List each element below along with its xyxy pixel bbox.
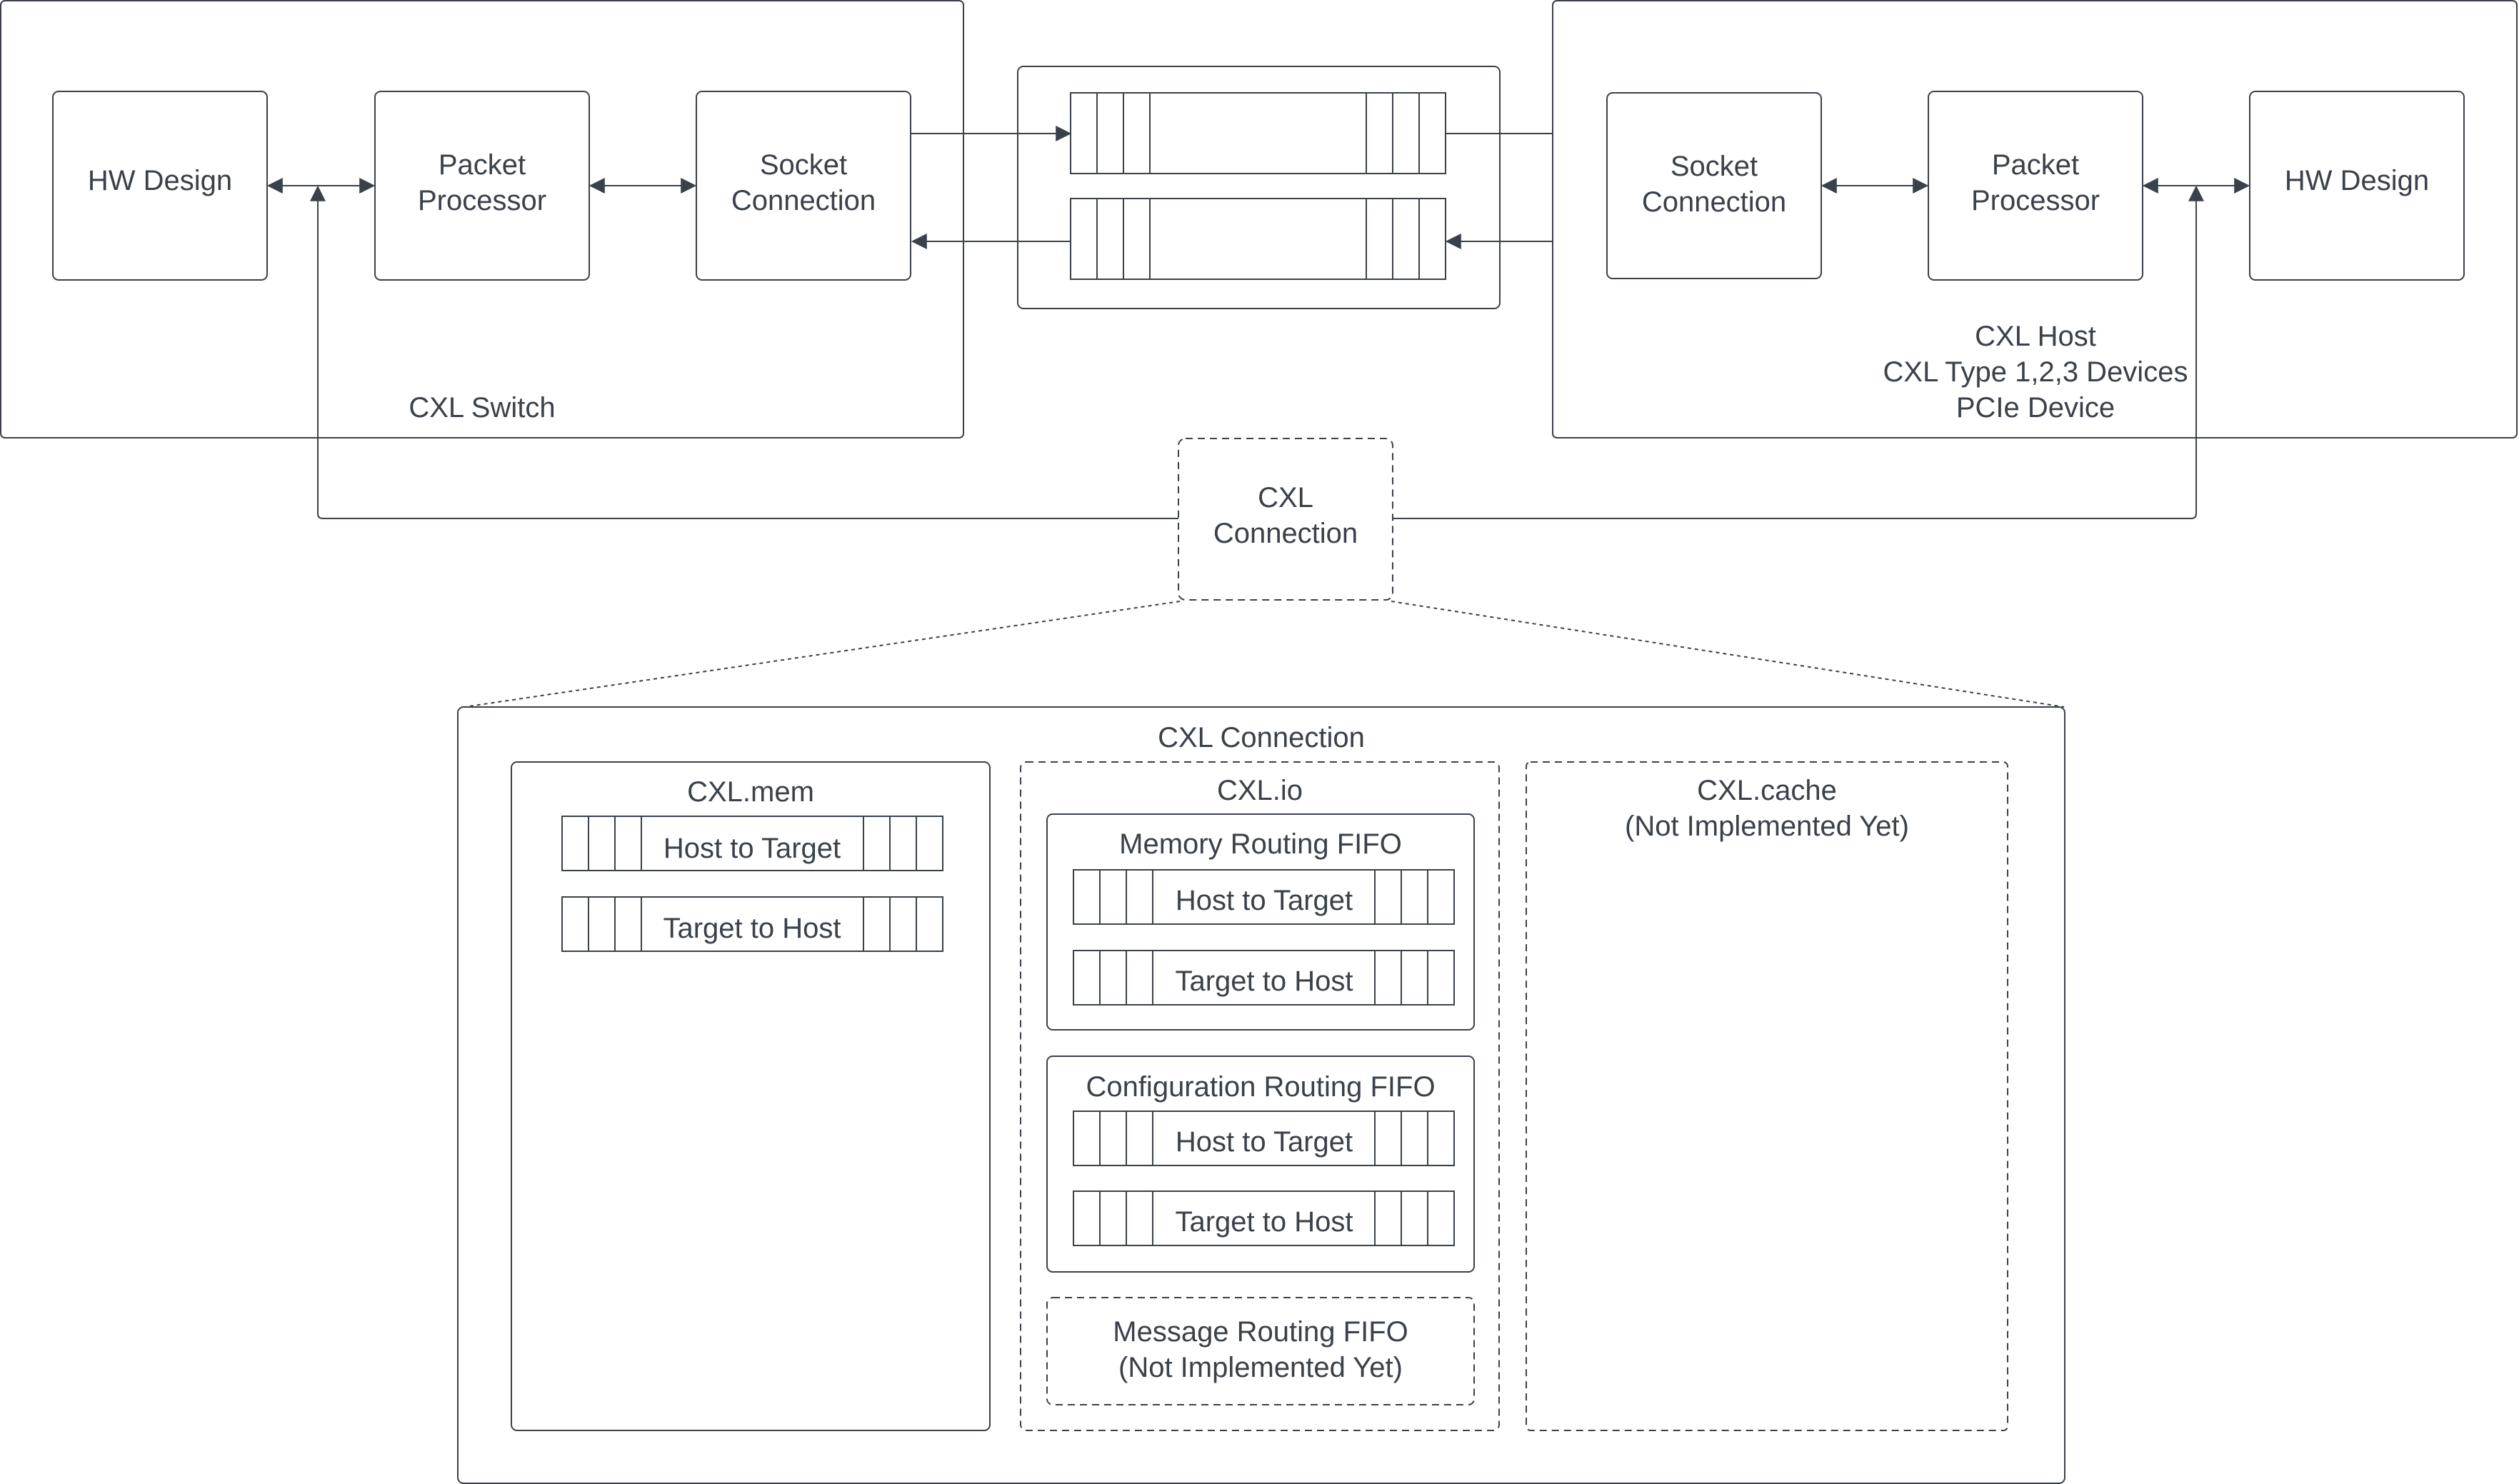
cxl-host-label-2: CXL Type 1,2,3 Devices [1883,356,2188,388]
cxl-mem-host-to-target-fifo [561,816,943,871]
connection-to-host-link [1393,185,2204,519]
switch-hw-design-label: HW Design [88,165,232,196]
message-routing-fifo-group [1046,1297,1475,1405]
cxl-connection-detail: CXL Connection CXL.mem Host to Target Ta… [457,706,2065,1484]
host-socket-connection-box [1606,92,1822,279]
cxl-cache-label-1: CXL.cache [1697,775,1837,806]
cxl-switch-label: CXL Switch [409,392,555,423]
config-routing-target-to-host-label: Target to Host [1175,1206,1353,1238]
fifo-outline [561,896,943,952]
zoom-guide-left [464,601,1181,708]
fifo-outline [1073,950,1455,1006]
host-hw-design-label: HW Design [2285,165,2429,196]
channel-fifo-inbound [1070,198,1446,280]
switch-packet-processor-label-1: Packet [439,149,526,181]
fifo-outline [1073,869,1455,925]
zoom-guide-right [1391,601,2065,708]
connection-to-switch-link [310,185,1178,519]
cxl-cache-label-2: (Not Implemented Yet) [1625,811,1909,842]
cxl-host-label-1: CXL Host [1975,321,2096,352]
host-socket-connection-label-2: Connection [1642,186,1786,218]
cxl-connection-node: CXL Connection [310,185,2204,708]
cxl-cache-block [1526,761,2008,1431]
fifo-outline [1073,1190,1455,1246]
cxl-mem-host-to-target-label: Host to Target [663,833,841,864]
channel-fifo-outbound [1070,92,1446,174]
cxl-host-panel: CXL Host CXL Type 1,2,3 Devices PCIe Dev… [1552,0,2518,438]
cxl-host-label-3: PCIe Device [1956,392,2115,423]
fifo-outline [561,816,943,871]
switch-socket-connection-label-1: Socket [760,149,847,181]
cxl-connection-node-label-1: CXL [1258,482,1313,513]
memory-routing-target-to-host-fifo [1073,950,1455,1006]
config-routing-host-to-target-fifo [1073,1111,1455,1166]
switch-socket-connection-label-2: Connection [731,185,876,216]
cxl-mem-title: CXL.mem [687,776,814,808]
cxl-io-title: CXL.io [1217,775,1303,806]
cxl-connection-node-box [1178,438,1393,601]
memory-routing-host-to-target-fifo [1073,869,1455,925]
cxl-connection-detail-title: CXL Connection [1158,722,1365,753]
config-routing-fifo-title: Configuration Routing FIFO [1086,1071,1435,1103]
host-packet-processor-label-2: Processor [1971,185,2100,216]
memory-routing-host-to-target-label: Host to Target [1176,885,1353,916]
cxl-mem-target-to-host-fifo [561,896,943,952]
host-socket-connection-label-1: Socket [1671,151,1758,182]
message-routing-fifo-label-1: Message Routing FIFO [1113,1316,1408,1348]
memory-routing-fifo-title: Memory Routing FIFO [1119,828,1402,860]
fifo-outline [1070,198,1446,280]
fifo-outline [1073,1111,1455,1166]
message-routing-fifo-label-2: (Not Implemented Yet) [1118,1352,1403,1383]
host-packet-processor-label-1: Packet [1992,149,2079,181]
config-routing-host-to-target-label: Host to Target [1176,1126,1353,1158]
cxl-connection-node-label-2: Connection [1213,518,1358,549]
cxl-mem-target-to-host-label: Target to Host [663,913,841,944]
cxl-switch-panel: CXL Switch HW Design Packet Processor So… [0,0,964,438]
config-routing-target-to-host-fifo [1073,1190,1455,1246]
fifo-outline [1070,92,1446,174]
socket-channel [911,66,1608,309]
memory-routing-target-to-host-label: Target to Host [1175,966,1353,997]
switch-packet-processor-label-2: Processor [418,185,546,216]
